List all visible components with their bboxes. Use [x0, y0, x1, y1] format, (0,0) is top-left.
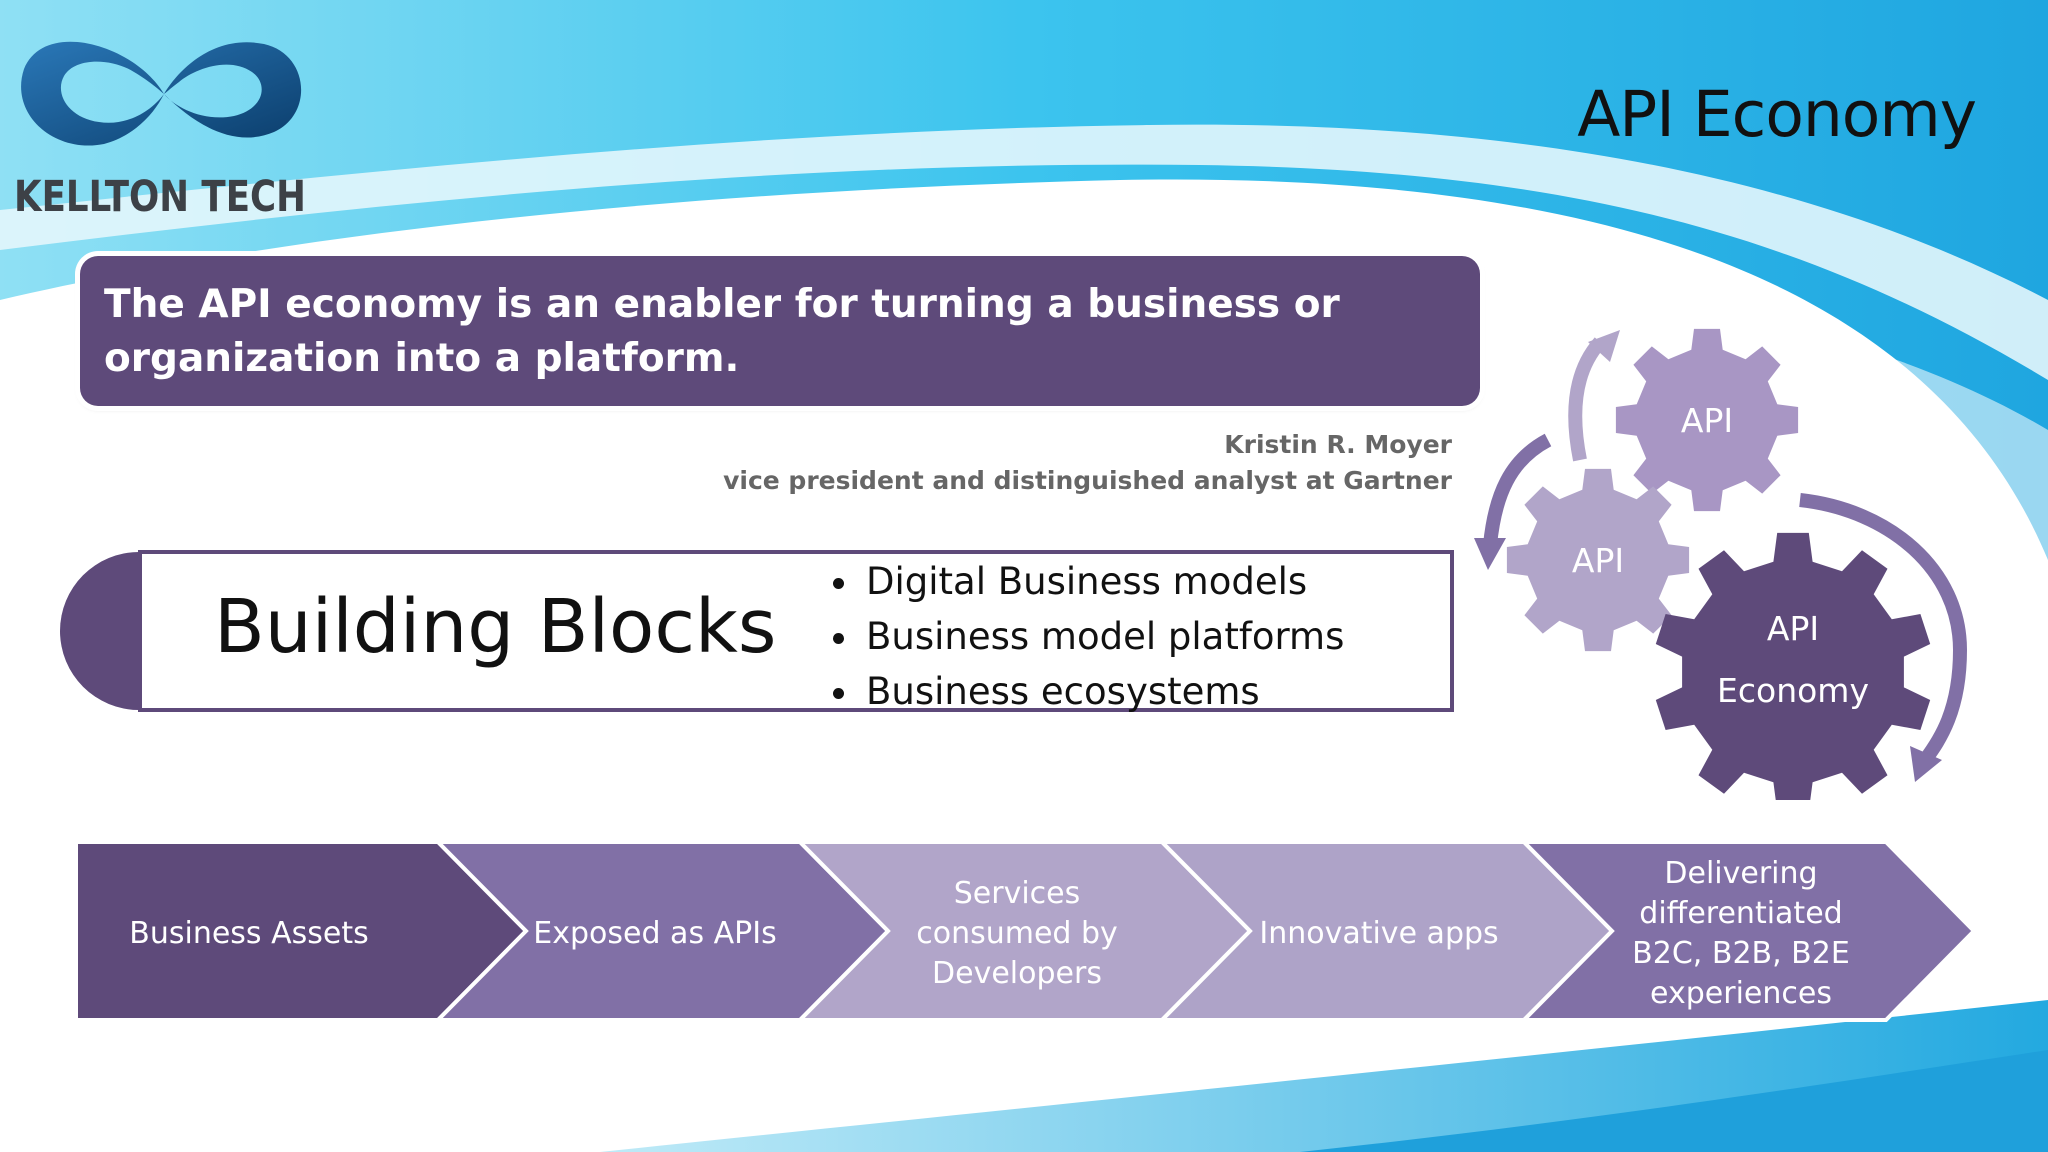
building-blocks-list: Digital Business models Business model p…	[822, 554, 1344, 719]
quote-banner: The API economy is an enabler for turnin…	[80, 256, 1480, 406]
quote-author-role: vice president and distinguished analyst…	[723, 466, 1452, 495]
building-blocks-box: Building Blocks Digital Business models …	[138, 550, 1454, 713]
process-step-label: Developers	[932, 956, 1102, 991]
process-chevrons: Business Assets Exposed as APIs Services co…	[76, 840, 1972, 1022]
gear-top	[1615, 328, 1799, 512]
quote-author: Kristin R. Moyer	[1224, 430, 1452, 459]
gear-economy	[1655, 532, 1931, 800]
building-blocks-title: Building Blocks	[214, 584, 777, 670]
quote-text: The API economy is an enabler for turnin…	[104, 282, 1340, 381]
cycle-arrow-right	[1799, 493, 1968, 765]
process-step-label: B2C, B2B, B2E	[1632, 936, 1850, 971]
list-item: Digital Business models	[862, 554, 1344, 609]
slide-title: API Economy	[1577, 78, 1977, 151]
arrowhead-left	[1474, 538, 1506, 570]
process-step-label: Innovative apps	[1259, 916, 1498, 951]
process-step-label: consumed by	[916, 916, 1118, 951]
process-step-label: experiences	[1650, 976, 1832, 1011]
list-item: Business ecosystems	[862, 664, 1344, 719]
process-step-5	[1519, 840, 1972, 1022]
process-step-label: Services	[954, 876, 1081, 911]
gear-label-economy-line2: Economy	[1717, 671, 1869, 710]
gear-label-economy-line1: API	[1767, 609, 1819, 648]
cycle-arrow-top	[1568, 337, 1606, 462]
gears-diagram: API API API Economy	[1474, 328, 1968, 800]
process-step-label: differentiated	[1639, 896, 1842, 931]
process-step-label: Delivering	[1664, 856, 1817, 891]
gear-middle	[1506, 468, 1690, 652]
quote-attribution: Kristin R. Moyer vice president and dist…	[723, 427, 1452, 499]
infinity-logo-icon	[21, 41, 302, 146]
process-step-label: Exposed as APIs	[533, 916, 776, 951]
list-item: Business model platforms	[862, 609, 1344, 664]
arrowhead-right	[1910, 746, 1942, 782]
process-step-label: Business Assets	[129, 916, 368, 951]
gear-label-top: API	[1681, 401, 1733, 440]
gear-label-middle: API	[1572, 541, 1624, 580]
arrowhead-top	[1588, 330, 1620, 362]
company-logo-text: KELLTON TECH	[14, 172, 306, 222]
cycle-arrow-left	[1483, 433, 1552, 546]
